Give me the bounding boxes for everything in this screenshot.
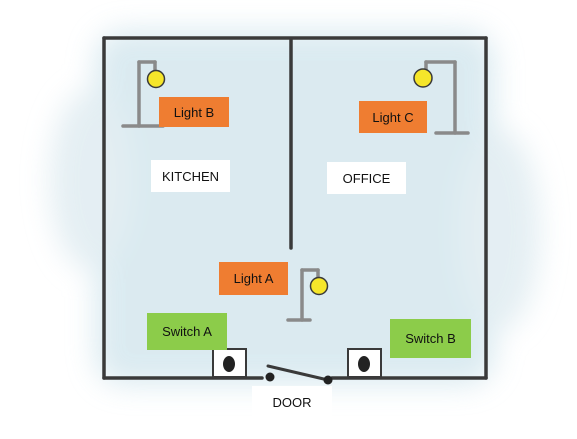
switch-a-label: Switch A — [147, 313, 227, 350]
office-label: OFFICE — [327, 162, 406, 194]
wall-switch-icon — [347, 348, 382, 378]
light-c-label: Light C — [359, 101, 427, 133]
switch-b-label: Switch B — [390, 319, 471, 358]
door-hinge-icon — [265, 372, 275, 382]
lamp-icon — [121, 60, 166, 128]
door-icon — [265, 364, 333, 385]
door-label: DOOR — [252, 386, 332, 419]
kitchen-label: KITCHEN — [151, 160, 230, 192]
light-a-label: Light A — [219, 262, 288, 295]
light-b-label: Light B — [159, 97, 229, 127]
wall-switch-icon — [212, 348, 247, 378]
lamp-icon — [413, 60, 470, 135]
lamp-icon — [286, 268, 329, 322]
